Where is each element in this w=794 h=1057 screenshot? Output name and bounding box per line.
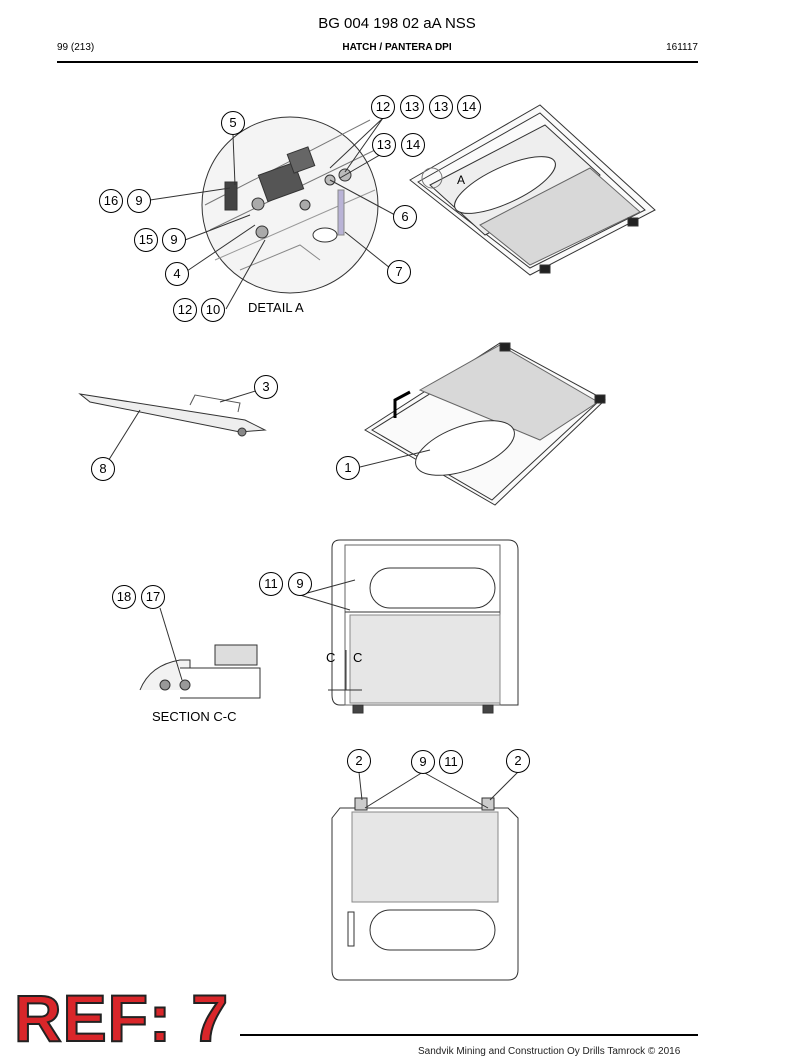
page-number: 99 (213) — [57, 42, 95, 53]
detail-a-view — [201, 116, 379, 294]
callout-bubble: 12 — [371, 95, 395, 119]
callout-bubble: 9 — [127, 189, 151, 213]
callout-bubble: 7 — [387, 260, 411, 284]
callout-bubble: 18 — [112, 585, 136, 609]
section-c-c-label: SECTION C-C — [152, 709, 237, 724]
callout-bubble: 4 — [165, 262, 189, 286]
hatch-top-view — [328, 539, 519, 714]
callout-bubble: 5 — [221, 111, 245, 135]
callout-bubble: 9 — [162, 228, 186, 252]
callout-bubble: 11 — [439, 750, 463, 774]
header-rule — [57, 61, 698, 63]
callout-bubble: 8 — [91, 457, 115, 481]
callout-bubble: 9 — [288, 572, 312, 596]
callout-bubble: 2 — [347, 749, 371, 773]
callout-bubble: 6 — [393, 205, 417, 229]
callout-bubble: 10 — [201, 298, 225, 322]
page-title: HATCH / PANTERA DPI — [342, 42, 452, 53]
callout-bubble: 13 — [372, 133, 396, 157]
hatch-isometric-view-2 — [364, 342, 606, 506]
detail-a-label: DETAIL A — [248, 300, 304, 315]
callout-bubble: 14 — [457, 95, 481, 119]
callout-bubble: 11 — [259, 572, 283, 596]
callout-bubble: 2 — [506, 749, 530, 773]
hatch-bottom-view — [331, 797, 519, 981]
date-code: 161117 — [666, 42, 698, 53]
hatch-side-view — [78, 393, 267, 437]
copyright-footer: Sandvik Mining and Construction Oy Drill… — [418, 1046, 681, 1057]
cut-marker-c-right: C — [353, 650, 363, 665]
footer-rule — [240, 1034, 698, 1036]
hatch-isometric-view — [409, 104, 656, 276]
cut-marker-c-left: C — [326, 650, 336, 665]
callout-bubble: 13 — [429, 95, 453, 119]
document-number: BG 004 198 02 aA NSS — [318, 15, 476, 32]
callout-bubble: 14 — [401, 133, 425, 157]
ref-stamp: REF: 7 — [13, 981, 230, 1055]
callout-bubble: 12 — [173, 298, 197, 322]
callout-bubble: 15 — [134, 228, 158, 252]
callout-bubble: 16 — [99, 189, 123, 213]
section-c-c-view — [139, 644, 261, 699]
marker-a: A — [457, 173, 466, 187]
callout-bubble: 17 — [141, 585, 165, 609]
callout-bubble: 9 — [411, 750, 435, 774]
callout-bubble: 1 — [336, 456, 360, 480]
callout-bubble: 13 — [400, 95, 424, 119]
callout-bubble: 3 — [254, 375, 278, 399]
